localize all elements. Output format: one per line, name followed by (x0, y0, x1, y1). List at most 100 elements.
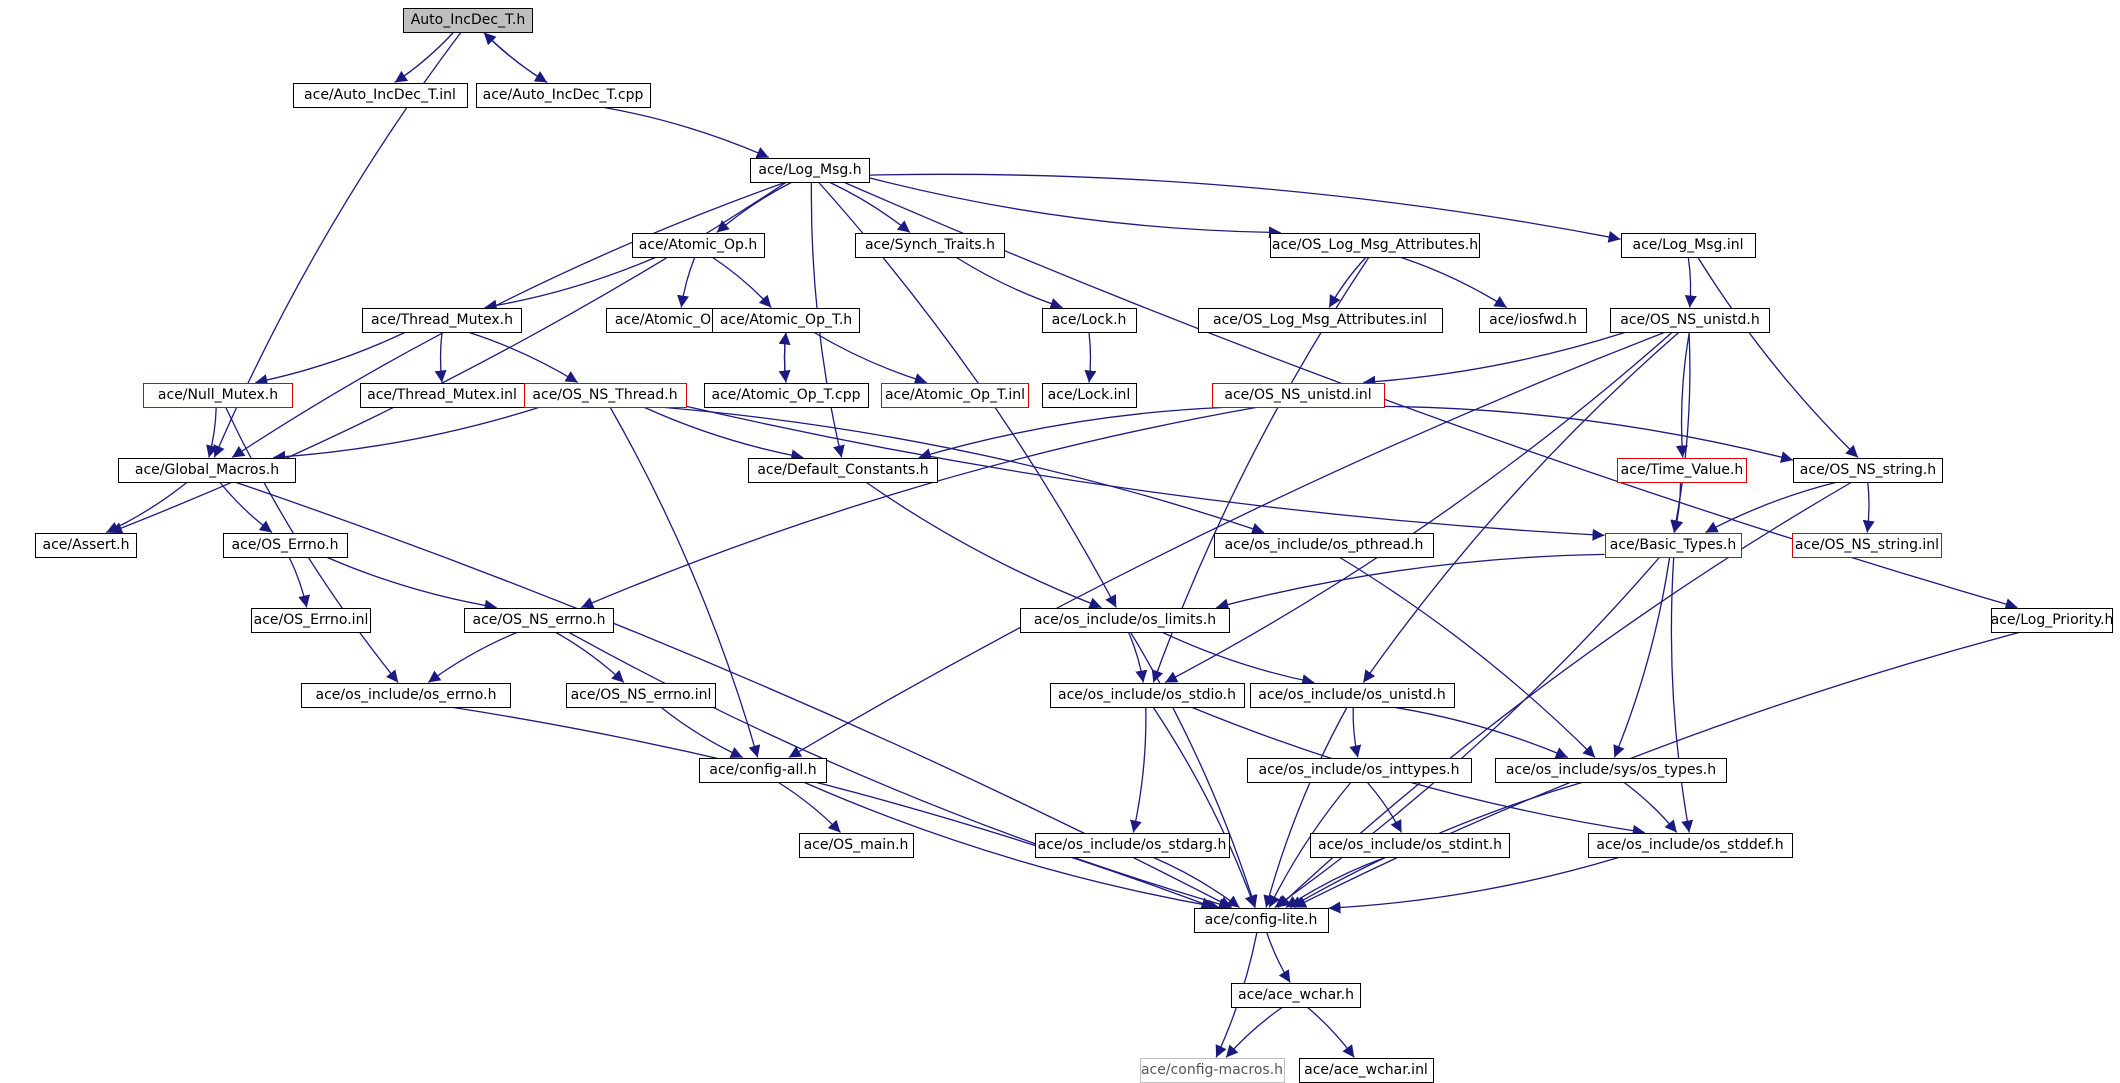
node-os-ns-unistd-inl[interactable]: ace/OS_NS_unistd.inl (1211, 382, 1385, 408)
node-os-ns-unistd-h[interactable]: ace/OS_NS_unistd.h (1610, 307, 1770, 333)
node-os-stddef-h[interactable]: ace/os_include/os_stddef.h (1587, 832, 1793, 858)
edge-log-msg-h-to-atomic-op-h (716, 181, 792, 233)
edge-log-priority-h-to-config-lite-h (1293, 631, 2020, 909)
edge-basic-types-h-to-os-sys-types-h (1613, 557, 1671, 758)
node-os-main-h[interactable]: ace/OS_main.h (798, 832, 914, 858)
edge-default-constants-h-to-os-limits-h (866, 481, 1102, 609)
edge-os-ns-thread-h-to-os-pthread-h (664, 406, 1265, 535)
node-atomic-op-t-h[interactable]: ace/Atomic_Op_T.h (712, 307, 860, 333)
node-os-errno-h[interactable]: ace/OS_Errno.h (222, 532, 348, 558)
edge-os-ns-unistd-inl-to-os-ns-errno-h (580, 406, 1256, 609)
node-os-ns-string-h[interactable]: ace/OS_NS_string.h (1793, 457, 1943, 483)
node-iosfwd-h[interactable]: ace/iosfwd.h (1479, 307, 1587, 333)
edge-log-msg-inl-to-os-ns-unistd-h (1684, 257, 1697, 308)
node-auto-incdec-cpp[interactable]: ace/Auto_IncDec_T.cpp (475, 82, 651, 108)
edge-config-all-h-to-config-lite-h (804, 781, 1220, 912)
edge-ace-wchar-h-to-ace-wchar-inl (1307, 1007, 1355, 1058)
edge-os-log-msg-attr-h-to-os-log-msg-attr-inl (1328, 257, 1367, 308)
edge-auto-incdec-h-to-auto-incdec-cpp (483, 32, 548, 84)
edge-atomic-op-h-to-atomic-op-t-h (712, 256, 772, 308)
edge-os-ns-unistd-h-to-os-unistd-inc-h (1362, 332, 1680, 683)
node-os-inttypes-h[interactable]: ace/os_include/os_inttypes.h (1246, 757, 1472, 783)
node-config-all-h[interactable]: ace/config-all.h (699, 757, 827, 783)
node-os-ns-errno-h[interactable]: ace/OS_NS_errno.h (464, 607, 614, 633)
edge-synch-traits-h-to-lock-h (956, 256, 1063, 310)
edge-os-limits-h-to-os-unistd-inc-h (1162, 631, 1315, 687)
node-os-limits-h[interactable]: ace/os_include/os_limits.h (1020, 607, 1230, 633)
edge-os-ns-thread-h-to-default-constants-h (644, 406, 804, 462)
edge-thread-mutex-h-to-null-mutex-h (255, 331, 405, 386)
edge-ace-wchar-h-to-config-macros-h (1225, 1006, 1283, 1058)
node-atomic-op-t-cpp[interactable]: ace/Atomic_Op_T.cpp (703, 382, 869, 408)
edge-auto-incdec-cpp-to-log-msg-h (604, 106, 770, 159)
node-log-msg-inl[interactable]: ace/Log_Msg.inl (1620, 232, 1756, 258)
edge-os-limits-h-to-config-lite-h (1130, 632, 1258, 908)
node-auto-incdec-inl[interactable]: ace/Auto_IncDec_T.inl (292, 82, 468, 108)
edge-os-errno-h-to-os-ns-errno-h (327, 556, 497, 612)
edge-lock-h-to-lock-inl (1084, 332, 1097, 383)
edge-config-lite-h-to-ace-wchar-h (1266, 932, 1291, 983)
edge-os-stdarg-h-to-config-lite-h (1153, 856, 1240, 909)
node-os-errno-inc-h[interactable]: ace/os_include/os_errno.h (301, 682, 511, 708)
edge-atomic-op-h-to-thread-mutex-h (484, 256, 656, 312)
node-os-ns-thread-h[interactable]: ace/OS_NS_Thread.h (523, 382, 687, 408)
edge-thread-mutex-h-to-thread-mutex-inl (434, 332, 447, 383)
edge-log-msg-h-to-log-msg-inl (869, 173, 1621, 243)
node-config-lite-h[interactable]: ace/config-lite.h (1193, 907, 1329, 933)
edge-os-ns-unistd-inl-to-default-constants-h (918, 406, 1223, 460)
edge-global-macros-h-to-os-errno-h (219, 482, 273, 534)
node-os-unistd-inc-h[interactable]: ace/os_include/os_unistd.h (1249, 682, 1455, 708)
edge-os-ns-string-h-to-basic-types-h (1705, 481, 1836, 534)
node-auto-incdec-h[interactable]: Auto_IncDec_T.h (403, 7, 533, 33)
node-thread-mutex-h[interactable]: ace/Thread_Mutex.h (362, 307, 522, 333)
node-global-macros-h[interactable]: ace/Global_Macros.h (118, 457, 296, 483)
edge-os-ns-thread-h-to-global-macros-h (273, 406, 539, 463)
node-os-stdint-h[interactable]: ace/os_include/os_stdint.h (1310, 832, 1510, 858)
node-atomic-op-h[interactable]: ace/Atomic_Op.h (631, 232, 765, 258)
node-lock-h[interactable]: ace/Lock.h (1041, 307, 1137, 333)
node-ace-wchar-inl[interactable]: ace/ace_wchar.inl (1298, 1057, 1434, 1083)
node-os-log-msg-attr-inl[interactable]: ace/OS_Log_Msg_Attributes.inl (1197, 307, 1443, 333)
node-os-errno-inl[interactable]: ace/OS_Errno.inl (251, 607, 371, 633)
node-os-ns-errno-inl[interactable]: ace/OS_NS_errno.inl (566, 682, 716, 708)
edge-os-inttypes-h-to-config-lite-h (1268, 782, 1352, 908)
edge-log-msg-h-to-synch-traits-h (829, 181, 911, 234)
node-null-mutex-h[interactable]: ace/Null_Mutex.h (143, 382, 293, 408)
node-default-constants-h[interactable]: ace/Default_Constants.h (748, 457, 938, 483)
node-time-value-h[interactable]: ace/Time_Value.h (1617, 457, 1747, 483)
node-lock-inl[interactable]: ace/Lock.inl (1041, 382, 1137, 408)
edge-auto-incdec-cpp-to-auto-incdec-h (483, 32, 548, 84)
edge-os-ns-string-h-to-os-ns-string-inl (1862, 482, 1875, 533)
node-thread-mutex-inl[interactable]: ace/Thread_Mutex.inl (359, 382, 525, 408)
node-assert-h[interactable]: ace/Assert.h (35, 532, 137, 558)
edge-os-ns-errno-h-to-os-errno-inc-h (427, 631, 518, 684)
edge-os-limits-h-to-os-stdio-h (1128, 632, 1148, 683)
node-os-pthread-h[interactable]: ace/os_include/os_pthread.h (1214, 532, 1434, 558)
node-os-ns-string-inl[interactable]: ace/OS_NS_string.inl (1792, 532, 1942, 558)
edge-os-ns-errno-h-to-config-lite-h (568, 631, 1232, 910)
edge-atomic-op-t-cpp-to-atomic-op-t-h (778, 332, 791, 383)
node-os-log-msg-attr-h[interactable]: ace/OS_Log_Msg_Attributes.h (1270, 232, 1480, 258)
edge-os-log-msg-attr-h-to-iosfwd-h (1401, 256, 1508, 309)
node-os-sys-types-h[interactable]: ace/os_include/sys/os_types.h (1495, 757, 1727, 783)
node-config-macros-h[interactable]: ace/config-macros.h (1139, 1057, 1285, 1083)
node-os-stdarg-h[interactable]: ace/os_include/os_stdarg.h (1034, 832, 1230, 858)
node-log-priority-h[interactable]: ace/Log_Priority.h (1991, 607, 2113, 633)
edge-os-inttypes-h-to-os-stdint-h (1367, 782, 1403, 833)
edge-os-unistd-inc-h-to-config-lite-h (1263, 707, 1348, 908)
edge-os-ns-thread-h-to-basic-types-h (686, 405, 1605, 541)
edge-basic-types-h-to-os-limits-h (1216, 553, 1605, 611)
edge-os-ns-unistd-h-to-os-ns-unistd-inl (1363, 331, 1625, 388)
node-ace-wchar-h[interactable]: ace/ace_wchar.h (1231, 982, 1361, 1008)
node-os-stdio-h[interactable]: ace/os_include/os_stdio.h (1049, 682, 1245, 708)
edge-os-ns-unistd-h-to-config-all-h (788, 331, 1665, 759)
edge-time-value-h-to-basic-types-h (1671, 482, 1684, 533)
edge-os-sys-types-h-to-os-stddef-h (1623, 781, 1678, 833)
node-atomic-op-t-inl[interactable]: ace/Atomic_Op_T.inl (881, 382, 1029, 408)
edge-atomic-op-h-to-atomic-op-inl (677, 257, 696, 308)
node-synch-traits-h[interactable]: ace/Synch_Traits.h (855, 232, 1005, 258)
node-basic-types-h[interactable]: ace/Basic_Types.h (1604, 532, 1742, 558)
node-log-msg-h[interactable]: ace/Log_Msg.h (750, 157, 870, 183)
edge-os-stdio-h-to-config-lite-h (1152, 707, 1257, 908)
